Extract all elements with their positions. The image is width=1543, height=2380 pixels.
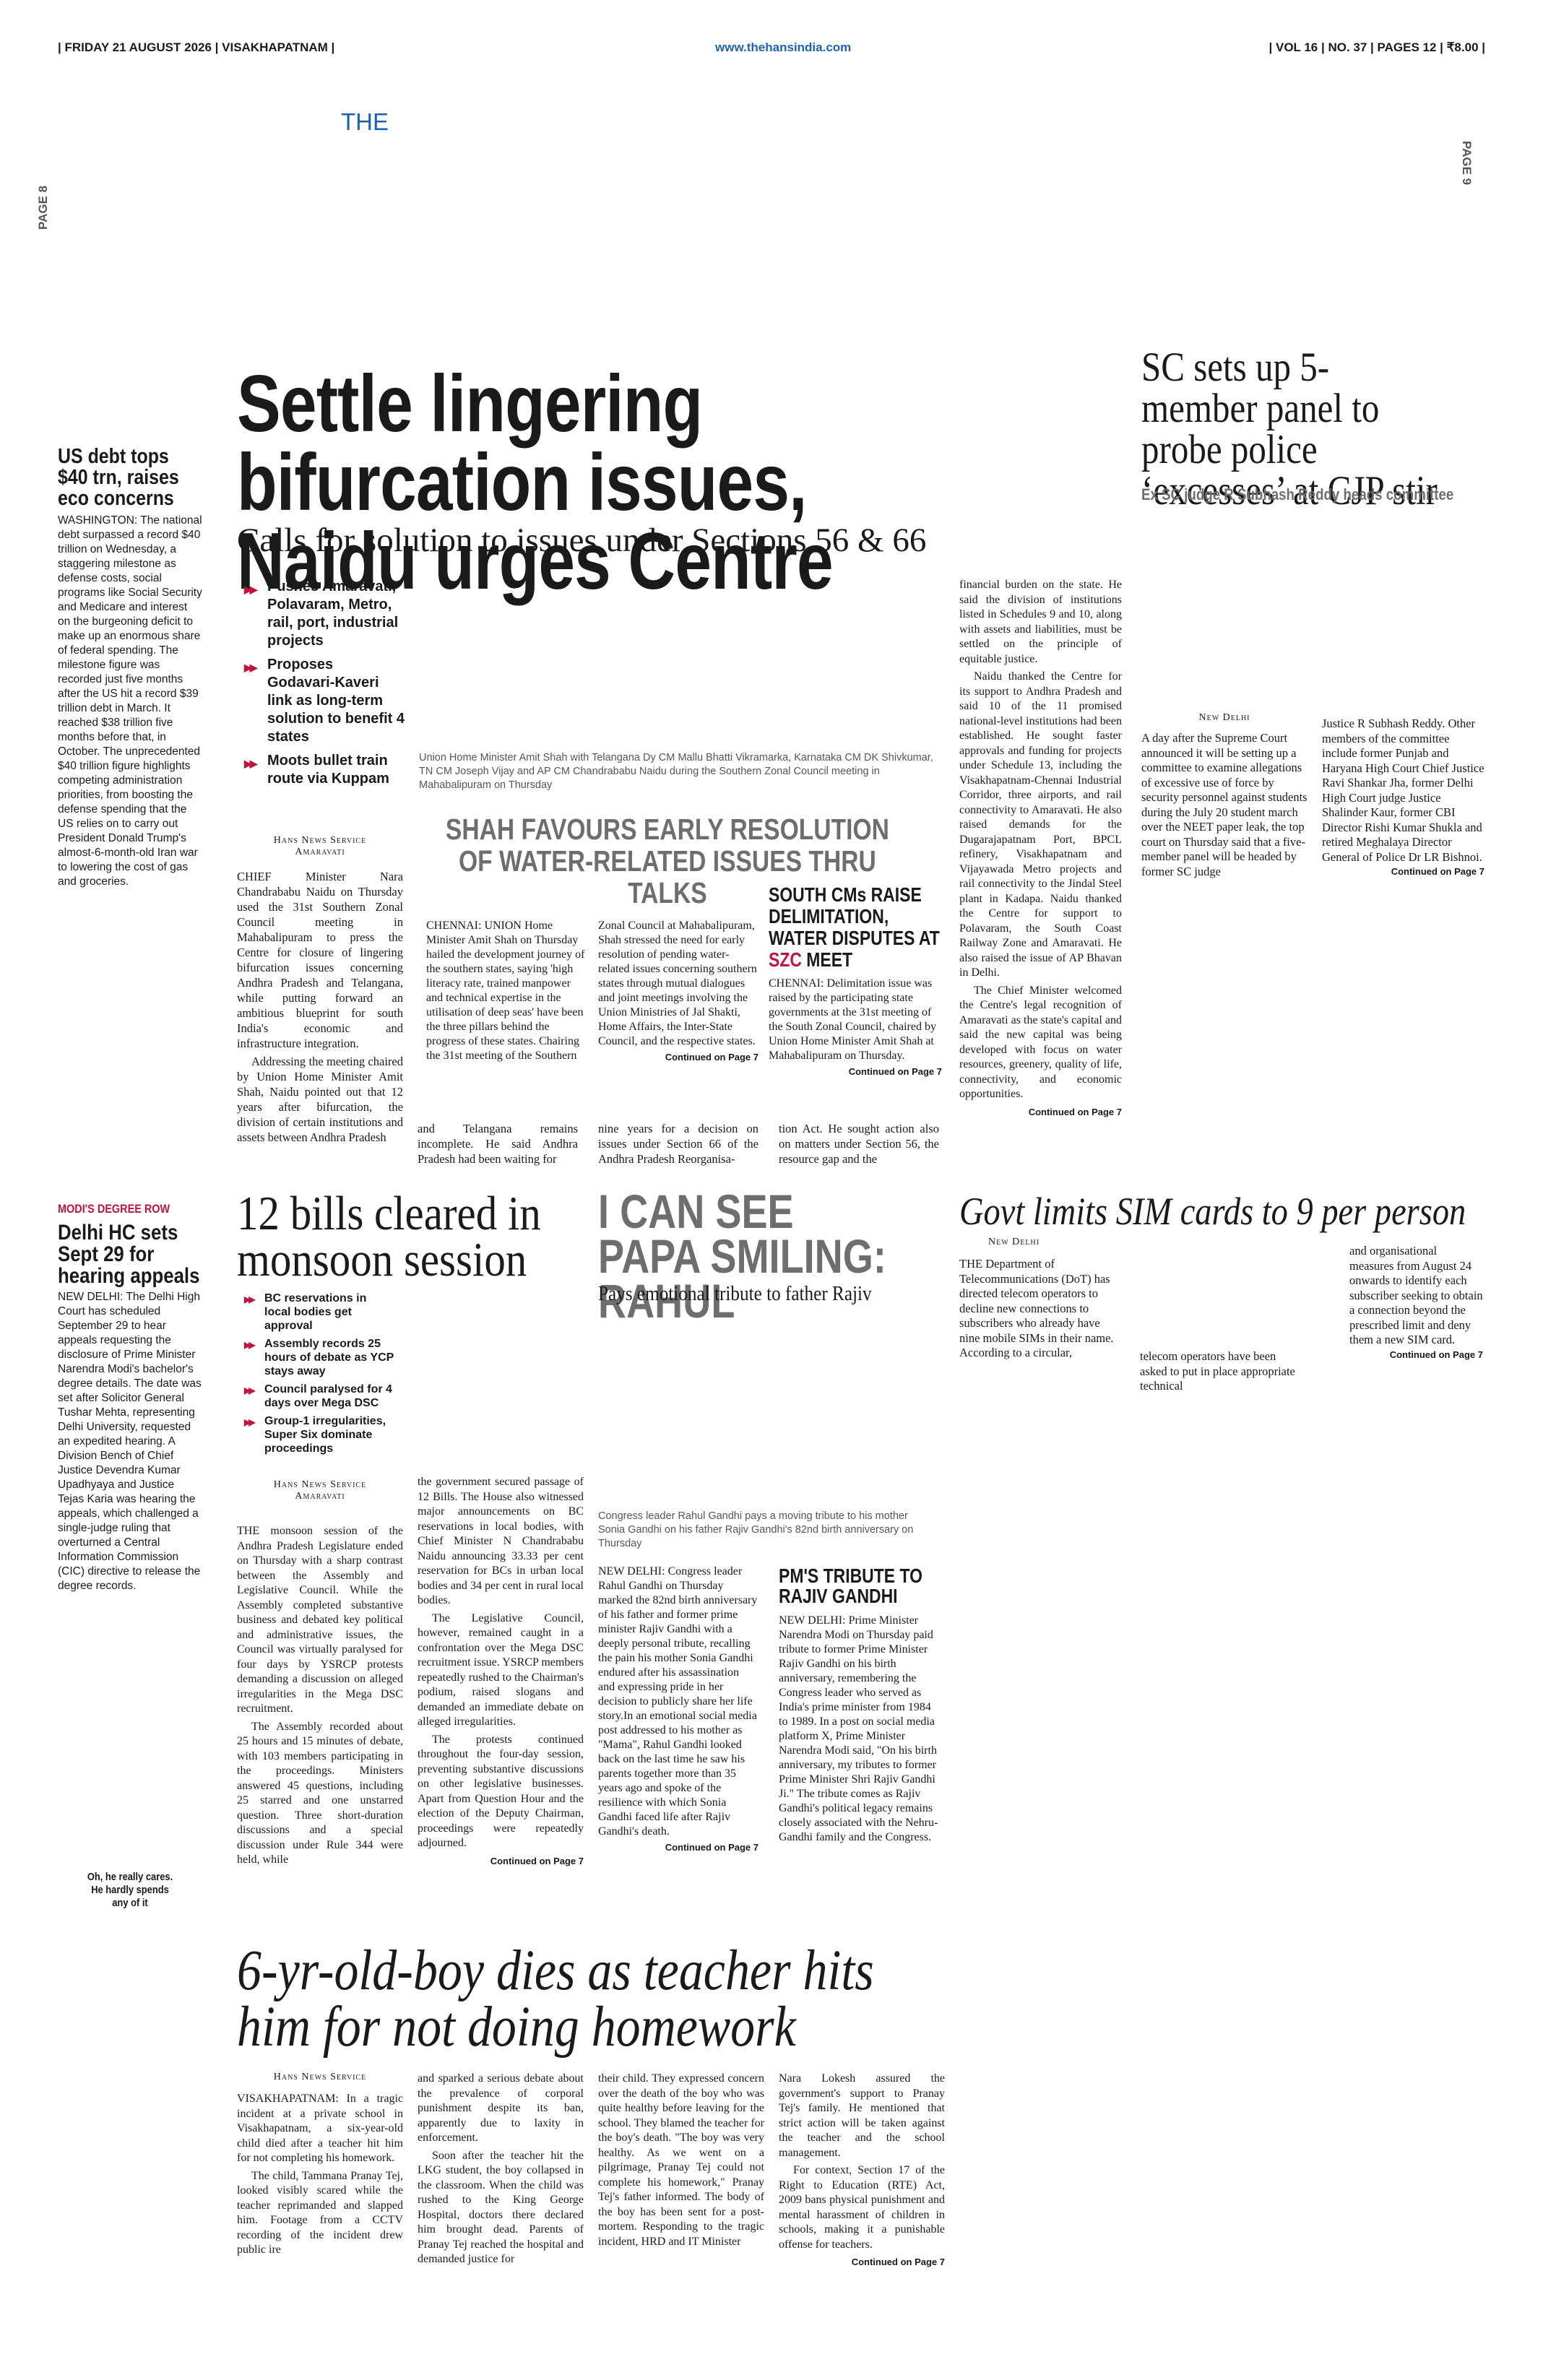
continued-link[interactable]: Continued on Page 7: [490, 1855, 584, 1866]
sc-col2-wrap: Justice R Subhash Reddy. Other members o…: [1322, 717, 1484, 877]
boy-col4: Nara Lokesh assured the government's sup…: [779, 2072, 945, 2270]
boy-col1: VISAKHAPATNAM: In a tragic incident at a…: [237, 2093, 403, 2256]
double-arrow-icon: ▶▶: [244, 662, 257, 673]
boy-byline: Hans News Service: [273, 2072, 367, 2082]
continued-link[interactable]: Continued on Page 7: [848, 1066, 942, 1077]
southcm-headline: SOUTH CMs RAISE DELIMITATION, WATER DISP…: [769, 883, 940, 971]
rahul-body: NEW DELHI: Congress leader Rahul Gandhi …: [598, 1565, 758, 1838]
bills-headline: 12 bills cleared in monsoon session: [237, 1187, 541, 1286]
sim-dateline: New Delhi: [988, 1237, 1040, 1247]
double-arrow-icon: ▶▶: [244, 1340, 256, 1350]
shah-col2: Zonal Council at Mahabalipuram, Shah str…: [598, 919, 757, 1047]
southcm-story: SOUTH CMs RAISE DELIMITATION, WATER DISP…: [769, 883, 942, 1078]
page-number-right: PAGE 9: [1460, 141, 1474, 186]
sim-col2: telecom operators have been asked to put…: [1140, 1349, 1295, 1393]
masthead-logo: THE: [341, 108, 389, 135]
lead-bullet: ▶▶Proposes Godavari-Kaveri link as long-…: [244, 657, 405, 745]
continued-link[interactable]: Continued on Page 7: [665, 1052, 758, 1063]
continued-link[interactable]: Continued on Page 7: [851, 2256, 945, 2267]
lead-headline: Settle lingering bifurcation issues, Nai…: [237, 359, 834, 606]
shah-headline: SHAH FAVOURS EARLY RESOLUTION OF WATER-R…: [445, 813, 889, 909]
header-issue-info: | VOL 16 | NO. 37 | PAGES 12 | ₹8.00 |: [1268, 40, 1485, 54]
modi-kicker: MODI'S DEGREE ROW: [58, 1202, 170, 1216]
debt-headline: US debt tops $40 trn, raises eco concern…: [58, 445, 179, 510]
lead-col1: CHIEF Minister Nara Chandrababu Naidu on…: [237, 870, 403, 1144]
double-arrow-icon: ▶▶: [244, 1417, 256, 1427]
bills-bullet: ▶▶Group-1 irregularities, Super Six domi…: [244, 1415, 386, 1455]
sim-col1: THE Department of Telecommunications (Do…: [959, 1257, 1114, 1359]
bills-bullet: ▶▶BC reservations in local bodies get ap…: [244, 1292, 367, 1332]
sim-col3-wrap: and organisational measures from August …: [1321, 1244, 1483, 1360]
rahul-headline: I CAN SEE PAPA SMILING: RAHUL: [598, 1185, 886, 1328]
rahul-photo-caption: Congress leader Rahul Gandhi pays a movi…: [598, 1510, 914, 1549]
bills-bullets: ▶▶BC reservations in local bodies get ap…: [244, 1291, 396, 1460]
cartoon-caption: Oh, he really cares. He hardly spends an…: [87, 1871, 173, 1909]
continued-link[interactable]: Continued on Page 7: [1028, 1106, 1122, 1117]
modi-body: NEW DELHI: The Delhi High Court has sche…: [58, 1291, 202, 1592]
bills-byline: Hans News Service Amaravati: [237, 1479, 403, 1502]
double-arrow-icon: ▶▶: [244, 1385, 256, 1395]
lead-byline: Hans News Service Amaravati: [237, 835, 403, 858]
bills-bullet: ▶▶Council paralysed for 4 days over Mega…: [244, 1383, 392, 1409]
modi-story: MODI'S DEGREE ROW Delhi HC sets Sept 29 …: [58, 1202, 202, 1593]
modi-headline: Delhi HC sets Sept 29 for hearing appeal…: [58, 1221, 200, 1288]
byline-service: Hans News Service: [273, 1479, 367, 1490]
lead-col4: tion Act. He sought action also on matte…: [779, 1122, 939, 1166]
double-arrow-icon: ▶▶: [244, 1294, 256, 1304]
lead-bullet: ▶▶Moots bullet train route via Kuppam: [244, 753, 389, 787]
boy-col2: and sparked a serious debate about the p…: [418, 2072, 584, 2265]
double-arrow-icon: ▶▶: [244, 584, 257, 595]
boy-headline: 6-yr-old-boy dies as teacher hits him fo…: [237, 1939, 874, 2059]
lead-col3: nine years for a decision on issues unde…: [598, 1122, 758, 1166]
page-number-left: PAGE 8: [36, 185, 50, 230]
sim-headline: Govt limits SIM cards to 9 per person: [959, 1190, 1466, 1233]
bills-col2: the government secured passage of 12 Bil…: [418, 1475, 584, 1869]
sc-dateline: New Delhi: [1198, 712, 1250, 723]
pm-story: PM'S TRIBUTE TO RAJIV GANDHI NEW DELHI: …: [779, 1566, 939, 1845]
sc-col1: A day after the Supreme Court announced …: [1141, 731, 1308, 878]
sc-col2: Justice R Subhash Reddy. Other members o…: [1322, 717, 1484, 864]
southcm-body: CHENNAI: Delimitation issue was raised b…: [769, 977, 936, 1062]
rahul-body-wrap: NEW DELHI: Congress leader Rahul Gandhi …: [598, 1565, 758, 1853]
shah-col2-wrap: Zonal Council at Mahabalipuram, Shah str…: [598, 919, 758, 1063]
rahul-subhead: Pays emotional tribute to father Rajiv: [598, 1283, 872, 1305]
lead-bullets: ▶▶Pushes Amaravati, Polavaram, Metro, ra…: [244, 578, 405, 794]
continued-link[interactable]: Continued on Page 7: [1391, 866, 1484, 877]
pm-body: NEW DELHI: Prime Minister Narendra Modi …: [779, 1614, 938, 1843]
byline-dateline: Amaravati: [295, 847, 345, 857]
byline-service: Hans News Service: [273, 835, 367, 846]
lead-photo-caption: Union Home Minister Amit Shah with Telan…: [419, 752, 933, 791]
header-date: | FRIDAY 21 AUGUST 2026 | VISAKHAPATNAM …: [58, 40, 335, 54]
sc-subhead: Ex SC judge R Subhash Reddy heads commit…: [1141, 485, 1454, 503]
lead-bullet: ▶▶Pushes Amaravati, Polavaram, Metro, ra…: [244, 579, 399, 649]
continued-link[interactable]: Continued on Page 7: [665, 1842, 758, 1853]
header-website-link[interactable]: www.thehansindia.com: [715, 40, 852, 54]
pm-headline: PM'S TRIBUTE TO RAJIV GANDHI: [779, 1565, 922, 1607]
boy-col3: their child. They expressed concern over…: [598, 2072, 764, 2248]
lead-subhead: Calls for solution to issues under Secti…: [237, 522, 927, 559]
cartoon: Oh, he really cares. He hardly spends an…: [58, 1647, 202, 1909]
shah-col1: CHENNAI: UNION Home Minister Amit Shah o…: [426, 919, 585, 1062]
lead-col2: and Telangana remains incomplete. He sai…: [418, 1122, 578, 1166]
lead-col5: financial burden on the state. He said t…: [959, 578, 1122, 1120]
bills-bullet: ▶▶Assembly records 25 hours of debate as…: [244, 1338, 394, 1377]
debt-body: WASHINGTON: The national debt surpassed …: [58, 514, 202, 888]
continued-link[interactable]: Continued on Page 7: [1389, 1349, 1483, 1360]
byline-dateline: Amaravati: [295, 1491, 345, 1502]
bills-col1: THE monsoon session of the Andhra Prades…: [237, 1525, 403, 1866]
double-arrow-icon: ▶▶: [244, 758, 257, 769]
sc-headline: SC sets up 5-member panel to probe polic…: [1141, 345, 1438, 514]
debt-story: US debt tops $40 trn, raises eco concern…: [58, 446, 202, 889]
sim-col3: and organisational measures from August …: [1349, 1244, 1483, 1346]
